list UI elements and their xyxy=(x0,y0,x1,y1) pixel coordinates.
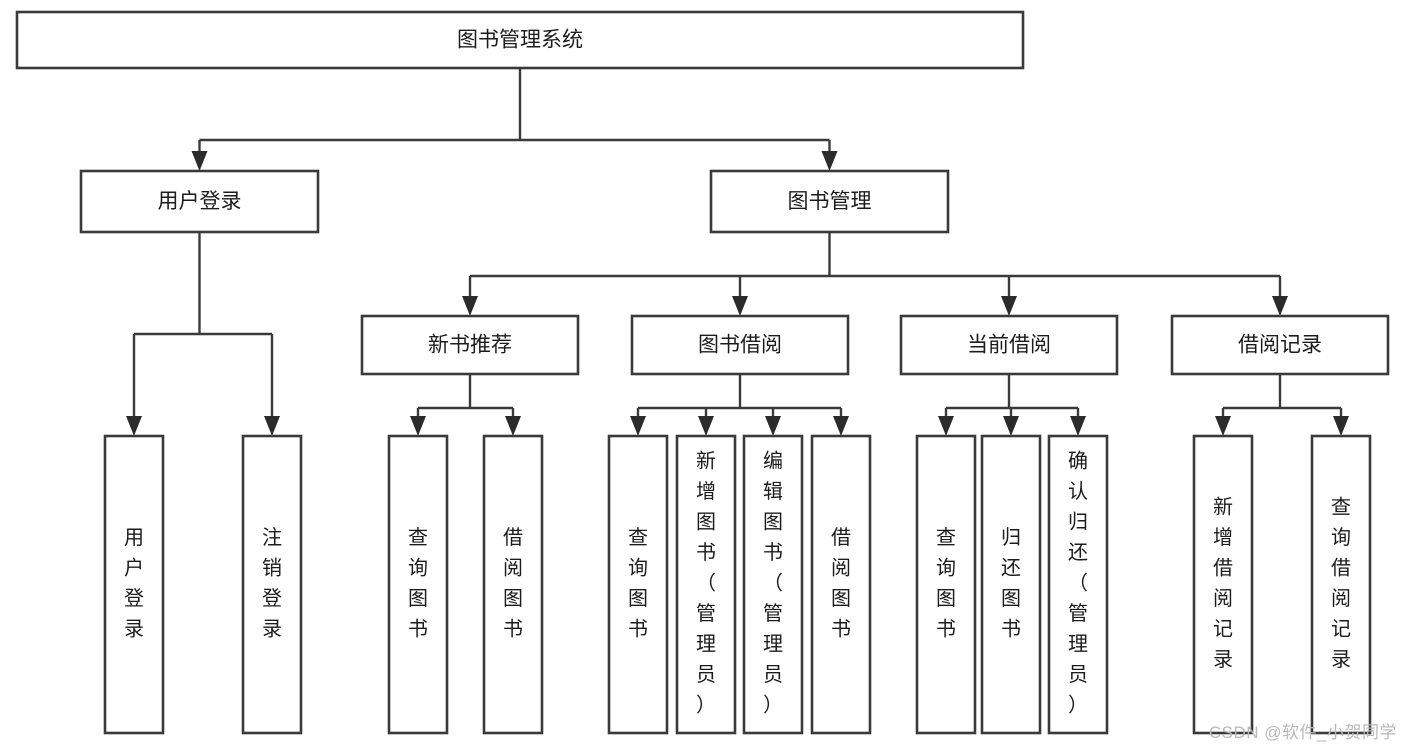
node-label: 图书管理 xyxy=(788,190,872,213)
node-leaf-查询图书[interactable]: 查询图书 xyxy=(915,434,977,735)
node-box xyxy=(1310,434,1372,735)
node-label: 确认归还（管理员） xyxy=(1068,450,1088,717)
node-box xyxy=(630,314,850,376)
node-root-图书管理系统[interactable]: 图书管理系统 xyxy=(15,10,1025,70)
node-label: 图书借阅 xyxy=(698,334,782,357)
node-label: 注销登录 xyxy=(262,526,282,641)
node-label: 用户登录 xyxy=(158,190,242,213)
arrow-head-icon-l2-2-2 xyxy=(1070,416,1086,436)
node-box xyxy=(103,434,165,735)
node-label: 编辑图书（管理员） xyxy=(763,450,783,717)
node-leaf-借阅图书[interactable]: 借阅图书 xyxy=(482,434,544,735)
arrow-head-icon-l2-2-0 xyxy=(938,416,954,436)
node-label: 新增图书（管理员） xyxy=(696,450,716,717)
node-label: 借阅图书 xyxy=(831,526,851,641)
node-box xyxy=(1170,314,1390,376)
node-leaf-归还图书[interactable]: 归还图书 xyxy=(980,434,1042,735)
arrow-head-icon-login-1 xyxy=(264,416,280,436)
node-label: 查询图书 xyxy=(408,526,428,641)
watermark: CSDN @软件_小贺同学 xyxy=(1208,723,1397,742)
node-label: 查询图书 xyxy=(628,526,648,641)
nodes-layer: 图书管理系统用户登录图书管理新书推荐图书借阅当前借阅借阅记录用户登录注销登录查询… xyxy=(15,10,1390,735)
node-leaf-新增借阅记录[interactable]: 新增借阅记录 xyxy=(1192,434,1254,735)
node-level1-图书管理[interactable]: 图书管理 xyxy=(709,169,950,234)
node-box xyxy=(915,434,977,735)
node-level2-新书推荐[interactable]: 新书推荐 xyxy=(360,314,580,376)
node-leaf-借阅图书[interactable]: 借阅图书 xyxy=(810,434,872,735)
arrow-head-icon-root-0 xyxy=(191,151,208,171)
node-leaf-查询图书[interactable]: 查询图书 xyxy=(387,434,449,735)
node-leaf-新增图书管理员[interactable]: 新增图书（管理员） xyxy=(675,434,737,735)
node-box xyxy=(709,169,950,234)
node-box xyxy=(810,434,872,735)
node-label: 查询图书 xyxy=(936,526,956,641)
node-box xyxy=(387,434,449,735)
arrow-head-icon-l2-0-0 xyxy=(410,416,426,436)
node-leaf-注销登录[interactable]: 注销登录 xyxy=(241,434,303,735)
node-box xyxy=(607,434,669,735)
node-level2-图书借阅[interactable]: 图书借阅 xyxy=(630,314,850,376)
node-box xyxy=(15,10,1025,70)
node-label: 新书推荐 xyxy=(428,334,512,357)
node-leaf-用户登录[interactable]: 用户登录 xyxy=(103,434,165,735)
node-level2-借阅记录[interactable]: 借阅记录 xyxy=(1170,314,1390,376)
node-box xyxy=(360,314,580,376)
node-box xyxy=(241,434,303,735)
arrow-head-icon-l2-1-2 xyxy=(765,416,781,436)
node-leaf-确认归还管理员[interactable]: 确认归还（管理员） xyxy=(1047,434,1109,735)
arrow-head-icon-l2-1-1 xyxy=(698,416,714,436)
node-box xyxy=(980,434,1042,735)
node-box xyxy=(1192,434,1254,735)
node-leaf-查询图书[interactable]: 查询图书 xyxy=(607,434,669,735)
connectors-layer xyxy=(126,68,1349,436)
node-box xyxy=(482,434,544,735)
arrow-head-icon-mgr-2 xyxy=(1001,296,1017,316)
node-label: 新增借阅记录 xyxy=(1213,496,1233,672)
arrow-head-icon-l2-3-0 xyxy=(1215,416,1231,436)
arrow-head-icon-l2-0-1 xyxy=(505,416,521,436)
node-box xyxy=(899,314,1119,376)
arrow-head-icon-l2-3-1 xyxy=(1333,416,1349,436)
node-box xyxy=(1047,434,1109,735)
node-leaf-编辑图书管理员[interactable]: 编辑图书（管理员） xyxy=(742,434,804,735)
node-label: 用户登录 xyxy=(124,527,144,641)
arrow-head-icon-mgr-3 xyxy=(1272,296,1288,316)
node-label: 查询借阅记录 xyxy=(1331,496,1351,672)
node-label: 归还图书 xyxy=(1001,526,1021,641)
node-label: 借阅图书 xyxy=(503,526,523,641)
arrow-head-icon-l2-1-0 xyxy=(630,416,646,436)
node-leaf-查询借阅记录[interactable]: 查询借阅记录 xyxy=(1310,434,1372,735)
arrow-head-icon-l2-2-1 xyxy=(1003,416,1019,436)
node-label: 借阅记录 xyxy=(1238,334,1322,357)
node-level2-当前借阅[interactable]: 当前借阅 xyxy=(899,314,1119,376)
node-label: 当前借阅 xyxy=(967,334,1051,357)
arrow-head-icon-mgr-0 xyxy=(462,296,478,316)
arrow-head-icon-l2-1-3 xyxy=(833,416,849,436)
node-level1-用户登录[interactable]: 用户登录 xyxy=(79,169,320,234)
node-box xyxy=(742,434,804,735)
arrow-head-icon-mgr-1 xyxy=(732,296,748,316)
node-box xyxy=(675,434,737,735)
node-label: 图书管理系统 xyxy=(457,29,583,52)
node-box xyxy=(79,169,320,234)
arrow-head-icon-login-0 xyxy=(126,416,142,436)
arrow-head-icon-root-1 xyxy=(821,151,838,171)
